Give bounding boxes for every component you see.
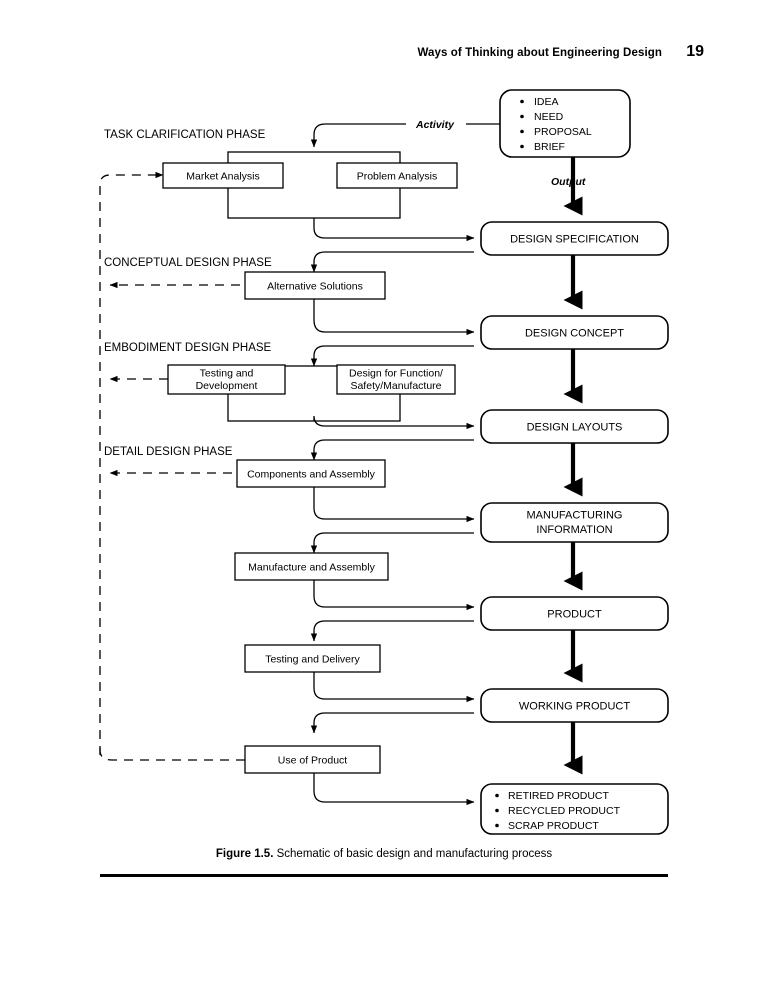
box-label-line1: Testing and [200,368,254,380]
box-label-line2: INFORMATION [536,524,612,536]
input-box-shape [499,89,631,158]
output-box-design-concept: DESIGN CONCEPT [480,315,669,350]
box-label-line2: Safety/Manufacture [350,380,441,392]
box-shape [336,162,458,189]
footer-rule [100,874,668,877]
link-spec-to-alternatives [310,251,474,273]
feedback-from-use-of-product [99,742,245,761]
box-shape [167,364,286,395]
activity-box-manufacture-and-assembly: Manufacture and Assembly [234,552,389,581]
box-shape [480,221,669,256]
activity-box-testing-and-development: Testing and Development [167,364,286,395]
bullet-dot [520,129,524,134]
final-bullet-0: RETIRED PRODUCT [508,790,610,802]
bullet-dot [495,823,499,828]
link-use-to-final [313,773,475,806]
box-label-line2: Development [196,380,258,392]
bullet-dot [520,144,524,149]
activity-box-testing-and-delivery: Testing and Delivery [244,644,381,673]
link-testing-to-workingproduct [313,672,475,703]
figure-caption: Figure 1.5. Schematic of basic design an… [0,848,768,860]
link-manufacture-to-product [313,580,475,611]
box-label: Problem Analysis [357,171,438,183]
box-label: Components and Assembly [247,469,376,481]
output-box-working-product: WORKING PRODUCT [480,688,669,723]
box-label: PRODUCT [547,609,602,621]
input-box: IDEA NEED PROPOSAL BRIEF [499,89,631,158]
activity-line-hook [310,123,406,148]
feedback-trunk-to-market [99,171,164,755]
box-label: Testing and Delivery [265,654,360,666]
link-alternatives-to-concept [313,299,475,336]
input-bullet-2: PROPOSAL [534,126,592,138]
box-label-line1: MANUFACTURING [527,510,623,522]
link-concept-to-embodiment [310,345,474,367]
figure-caption-text: Schematic of basic design and manufactur… [276,848,553,860]
final-bullet-2: SCRAP PRODUCT [508,820,599,832]
box-shape [480,502,669,543]
box-label: WORKING PRODUCT [519,701,631,713]
activity-box-problem-analysis: Problem Analysis [336,162,458,189]
box-shape [480,688,669,723]
bullet-dot [520,114,524,119]
bullet-dot [495,793,499,798]
input-bullet-1: NEED [534,111,564,123]
output-box-product: PRODUCT [480,596,669,631]
box-label: Use of Product [278,755,348,767]
link-workingproduct-to-use [310,712,474,734]
bullet-dot [495,808,499,813]
activity-box-alternative-solutions: Alternative Solutions [244,271,386,300]
box-label: Market Analysis [186,171,260,183]
box-shape [162,162,284,189]
box-shape [244,644,381,673]
box-shape [244,271,386,300]
box-shape [480,409,669,444]
output-box-design-specification: DESIGN SPECIFICATION [480,221,669,256]
link-embodiment-to-layouts [313,415,475,430]
box-label: Manufacture and Assembly [248,562,375,574]
activity-box-use-of-product: Use of Product [244,745,381,774]
input-bullet-0: IDEA [534,96,559,108]
box-label: DESIGN SPECIFICATION [510,234,639,246]
figure-caption-label: Figure 1.5. [215,848,274,860]
phase-title-task-clarification: TASK CLARIFICATION PHASE [104,129,266,141]
activity-box-design-for-function: Design for Function/ Safety/Manufacture [336,364,456,395]
link-product-to-testing [310,620,474,642]
page-number: 19 [686,43,704,60]
box-shape [480,783,669,835]
final-bullet-1: RECYCLED PRODUCT [508,805,621,817]
box-shape [480,596,669,631]
output-box-manufacturing-information: MANUFACTURING INFORMATION [480,502,669,543]
box-shape [234,552,389,581]
box-shape [480,315,669,350]
output-box-design-layouts: DESIGN LAYOUTS [480,409,669,444]
final-outcome-box: RETIRED PRODUCT RECYCLED PRODUCT SCRAP P… [480,783,669,835]
box-label: DESIGN CONCEPT [525,328,624,340]
bullet-dot [520,99,524,104]
phase-title-embodiment: EMBODIMENT DESIGN PHASE [104,342,272,354]
link-layouts-to-components [310,439,474,461]
page-header: Ways of Thinking about Engineering Desig… [0,43,768,71]
box-shape [236,459,386,488]
activity-box-components-and-assembly: Components and Assembly [236,459,386,488]
link-manufinfo-to-manufacture [310,532,474,554]
box-shape [244,745,381,774]
box-shape [336,364,456,395]
link-components-to-manufinfo [313,487,475,523]
activity-box-market-analysis: Market Analysis [162,162,284,189]
input-bullet-3: BRIEF [534,141,565,153]
box-label: DESIGN LAYOUTS [527,422,623,434]
phase-title-conceptual: CONCEPTUAL DESIGN PHASE [104,257,272,269]
box-label: Alternative Solutions [267,281,363,293]
feedback-loop [99,171,245,761]
link-task-to-spec [313,218,475,242]
phase-title-detail: DETAIL DESIGN PHASE [104,446,233,458]
running-title: Ways of Thinking about Engineering Desig… [417,47,662,59]
box-label-line1: Design for Function/ [349,368,443,380]
activity-label: Activity [415,119,455,131]
output-label: Output [551,176,586,188]
